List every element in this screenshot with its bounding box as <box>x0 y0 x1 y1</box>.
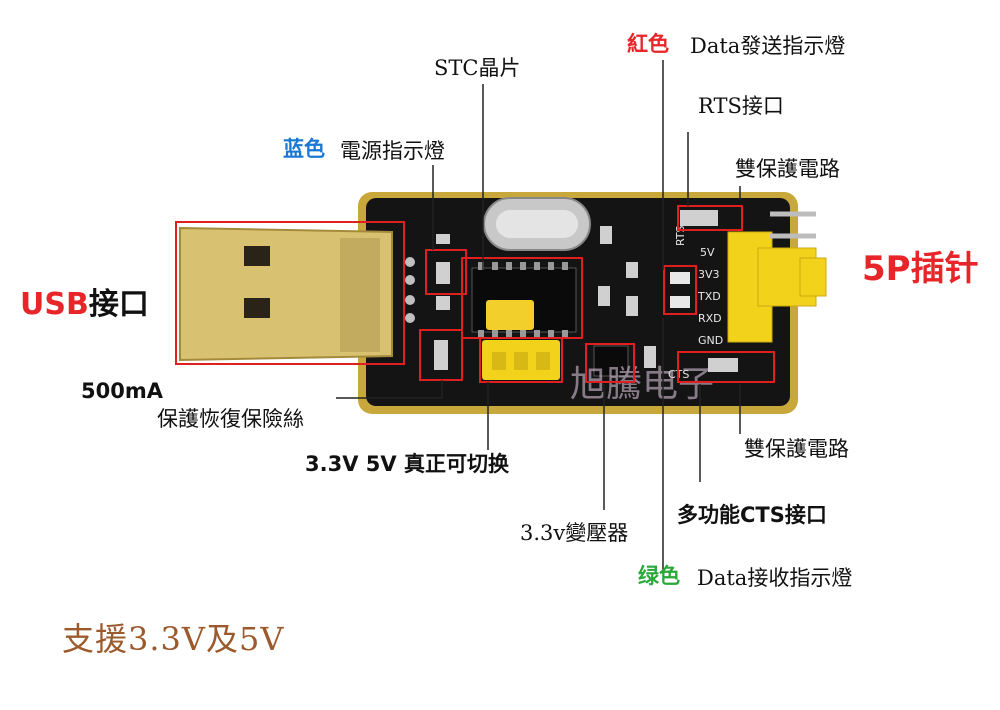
label-protect-circuit-top: 雙保護電路 <box>735 157 840 181</box>
usb-pads <box>405 257 415 323</box>
label-regulator: 3.3v變壓器 <box>520 521 629 545</box>
leader-lines <box>336 60 741 572</box>
label-voltage-switch: 3.3V 5V 真正可切换 <box>305 452 509 476</box>
pin-label-txd: TXD <box>697 290 721 303</box>
jumper-cap <box>486 300 534 330</box>
watermark: 旭騰电子 <box>570 364 714 405</box>
pin-label-gnd: GND <box>698 334 723 347</box>
pin-label-5v: 5V <box>700 246 715 259</box>
pin-label-3v3: 3V3 <box>698 268 720 281</box>
chip-pins <box>478 262 568 338</box>
usb-inner-shade <box>340 238 380 352</box>
regulator-chip <box>593 345 629 377</box>
label-usb-port: USB接口 <box>20 290 149 320</box>
label-green: 绿色 <box>638 564 680 588</box>
label-cts-port: 多功能CTS接口 <box>677 503 827 527</box>
label-protect-circuit-bottom: 雙保護電路 <box>744 437 849 461</box>
label-data-recv-led: Data接收指示燈 <box>697 566 853 590</box>
usb-hole-bottom <box>244 298 270 318</box>
pin-label-rxd: RXD <box>698 312 722 325</box>
green-led <box>670 296 690 308</box>
label-usb-prefix: USB <box>20 287 89 322</box>
header-pins <box>770 211 816 239</box>
label-usb-suffix: 接口 <box>88 287 149 322</box>
smd-components <box>434 210 738 372</box>
pcb-board <box>366 198 790 406</box>
label-5p-pins: 5P插针 <box>862 249 979 289</box>
label-500ma: 500mA <box>81 379 163 403</box>
usb-connector <box>179 226 393 362</box>
label-support-voltages: 支援3.3V及5V <box>62 620 285 658</box>
label-blue: 蓝色 <box>283 137 325 161</box>
label-data-send-led: Data發送指示燈 <box>690 34 846 58</box>
label-fuse: 保護恢復保險絲 <box>157 407 304 431</box>
label-stc-chip: STC晶片 <box>434 56 521 80</box>
rts-silk: RTS <box>674 225 687 246</box>
label-red: 紅色 <box>627 32 669 56</box>
label-rts-port: RTS接口 <box>698 94 784 118</box>
usb-hole-top <box>244 246 270 266</box>
label-power-led: 電源指示燈 <box>340 139 445 163</box>
highlight-boxes <box>175 205 775 383</box>
red-led <box>670 272 690 284</box>
